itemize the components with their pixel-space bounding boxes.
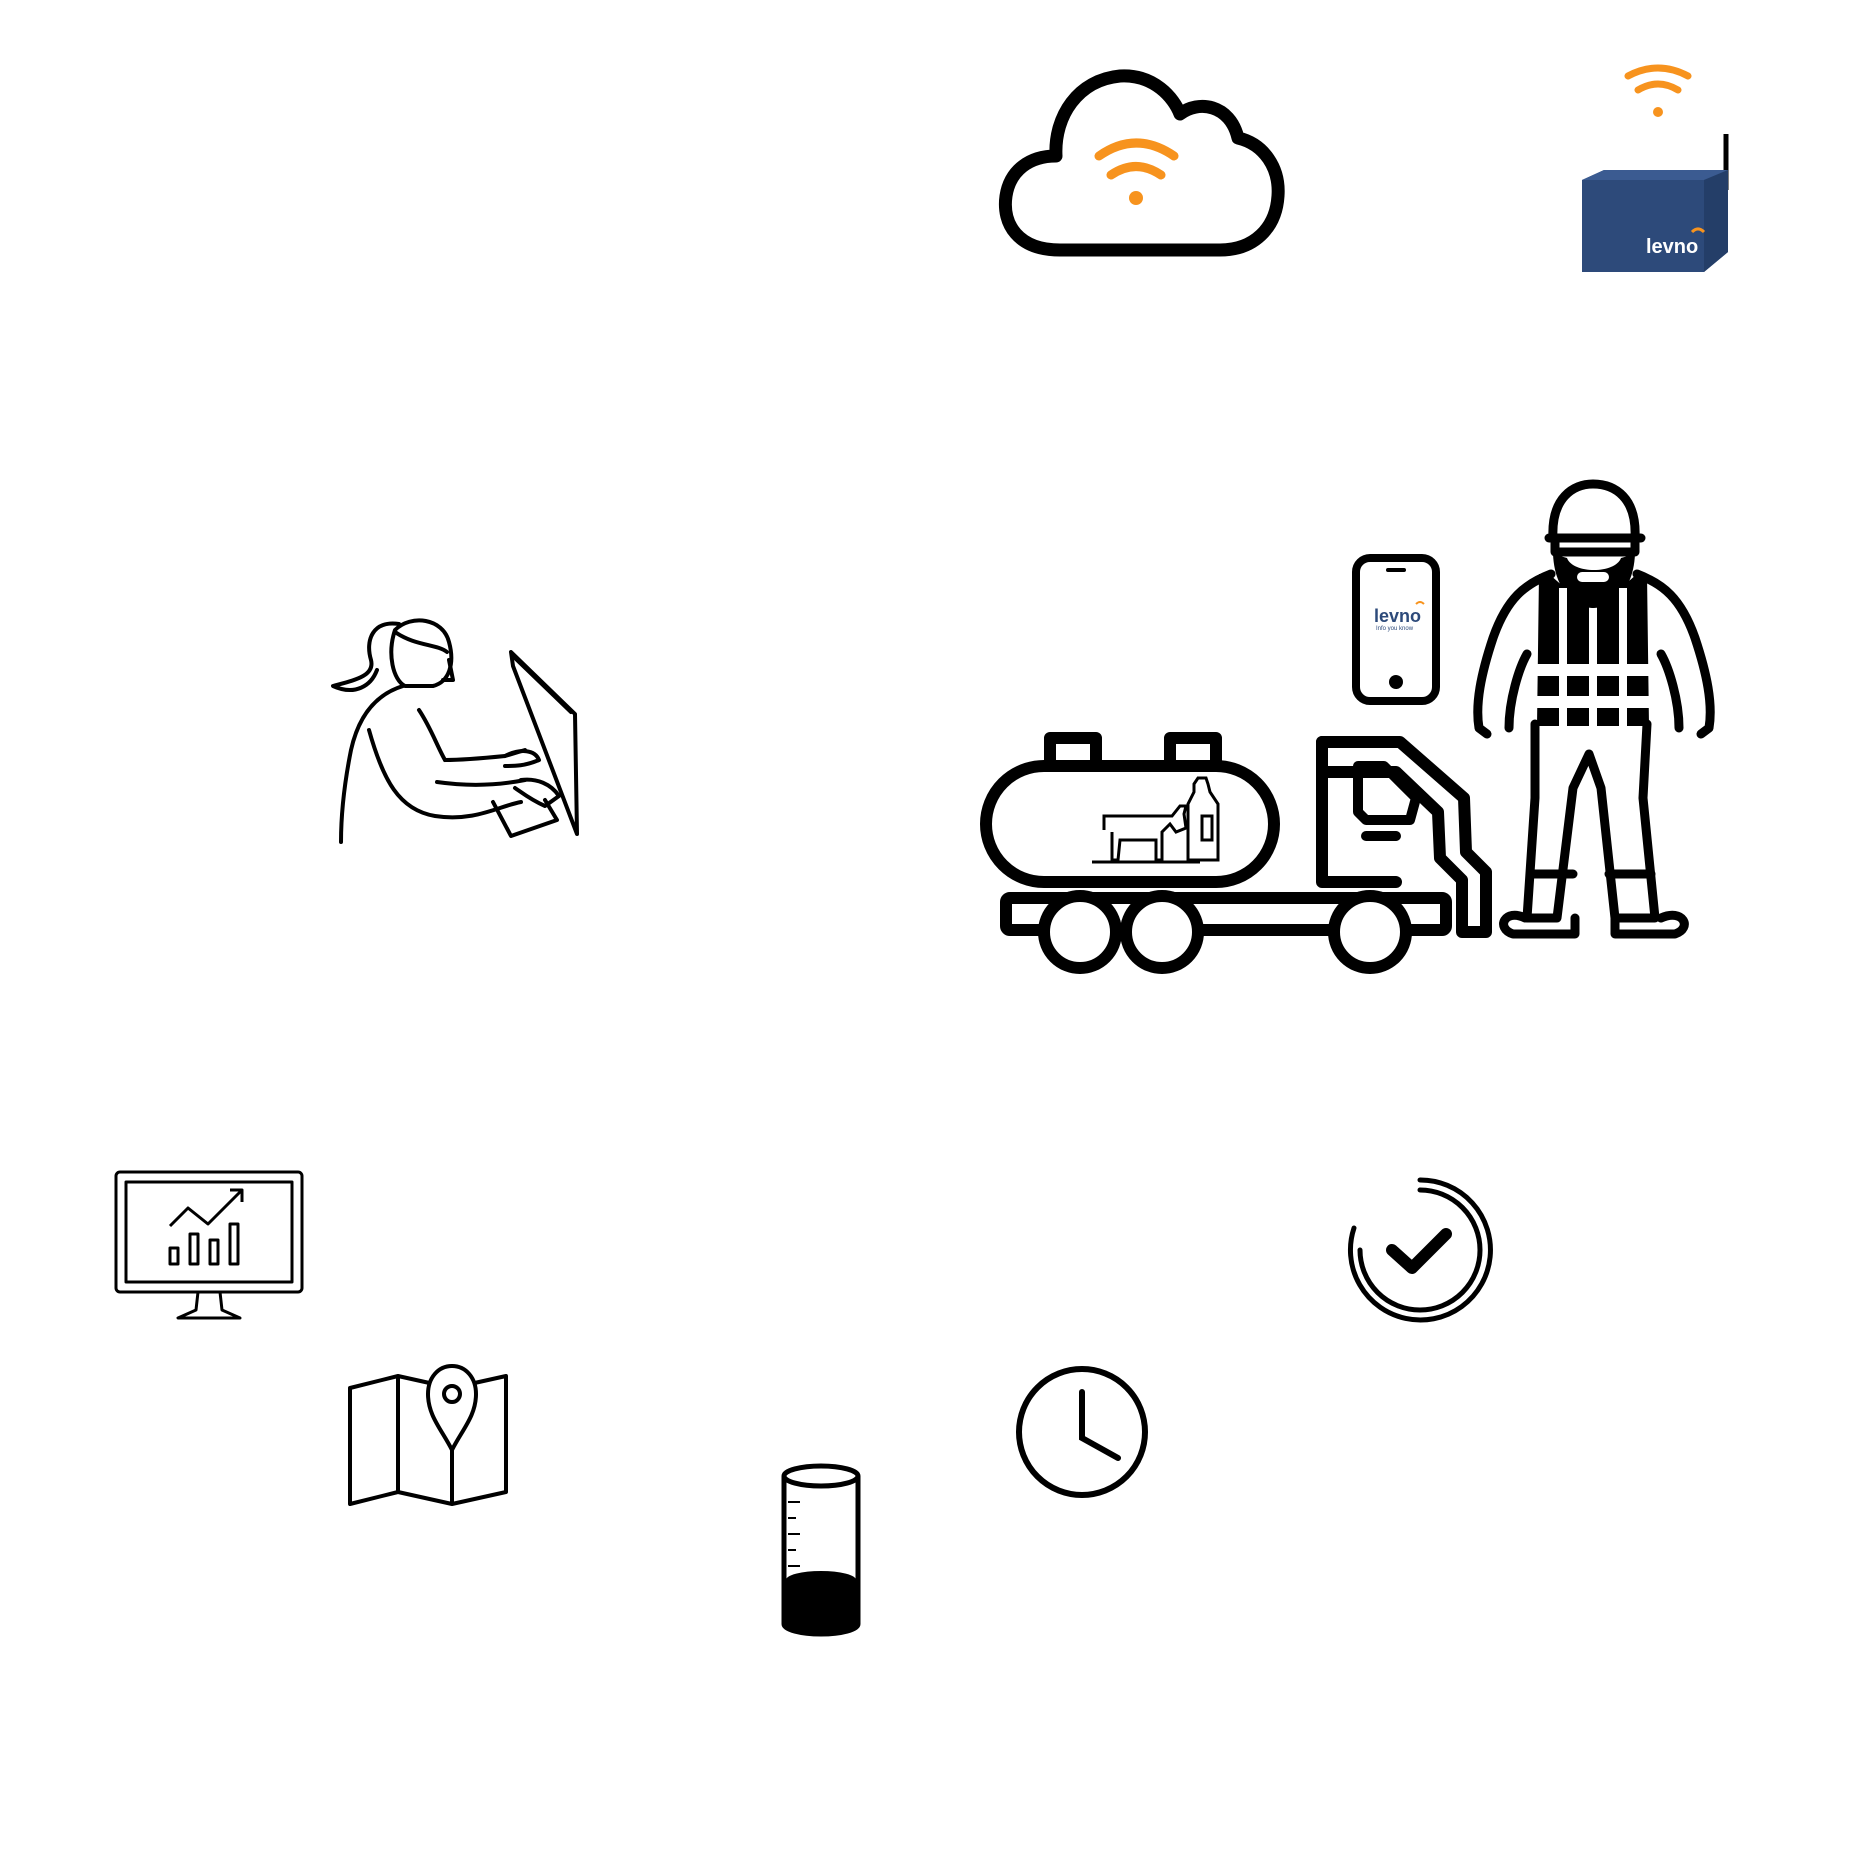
tank-level-icon — [780, 1462, 862, 1640]
phone-logo-text: levno — [1374, 606, 1422, 626]
woman-at-computer-icon — [325, 610, 585, 850]
gateway-logo-text: levno — [1646, 236, 1699, 258]
analytics-monitor-icon — [114, 1170, 304, 1330]
smartphone-app-icon: levno Info you know — [1350, 552, 1442, 707]
verified-check-icon — [1340, 1170, 1500, 1330]
phone-tagline-text: Info you know — [1376, 626, 1414, 632]
cloud-wifi-icon — [998, 64, 1285, 264]
milk-tanker-truck-icon — [976, 732, 1492, 980]
clock-icon — [1014, 1364, 1150, 1500]
map-location-icon — [346, 1360, 512, 1512]
farm-worker-icon — [1465, 478, 1715, 939]
gateway-device-icon: levno — [1580, 64, 1740, 276]
